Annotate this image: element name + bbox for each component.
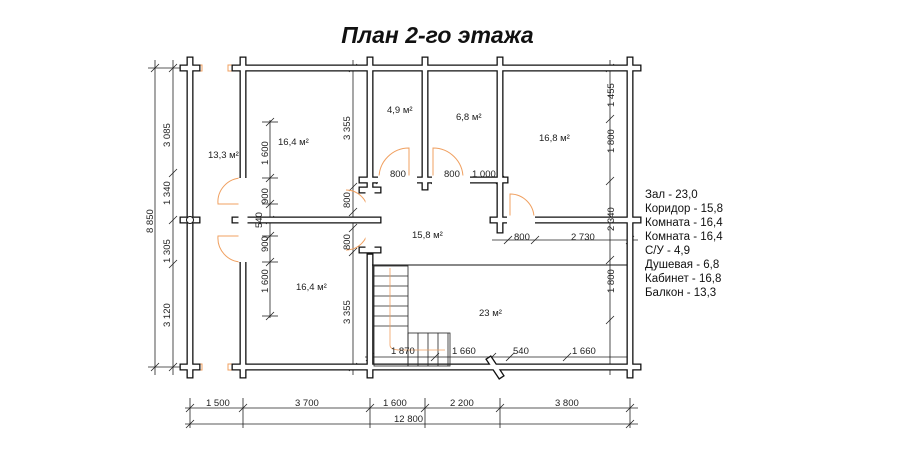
dim-left-1: 3 085 bbox=[162, 123, 173, 147]
column-icon bbox=[186, 216, 194, 224]
dimension-tick bbox=[530, 235, 540, 245]
stair-flight bbox=[407, 332, 451, 367]
dimension-tick bbox=[348, 247, 358, 257]
dimension-tick bbox=[168, 259, 178, 269]
door-swing bbox=[217, 177, 243, 205]
dim-inner-bottom-3: 540 bbox=[513, 346, 529, 357]
dim-door-office: 800 bbox=[514, 232, 530, 243]
area-room-bottom-left: 16,4 м² bbox=[296, 282, 327, 293]
dim-right-2: 1 800 bbox=[606, 129, 617, 153]
area-wc: 4,9 м² bbox=[387, 105, 413, 116]
area-legend: Зал - 23,0 Коридор - 15,8 Комната - 16,4… bbox=[645, 189, 723, 299]
staircase bbox=[373, 265, 451, 367]
stair-direction bbox=[389, 268, 445, 351]
legend-item: Комната - 16,4 bbox=[645, 217, 723, 229]
legend-item: Балкон - 13,3 bbox=[645, 287, 716, 299]
dim-bottom-2: 3 700 bbox=[295, 398, 319, 409]
dimension-tick bbox=[562, 352, 572, 362]
dimension-tick bbox=[168, 215, 178, 225]
dimension-tick bbox=[168, 63, 178, 73]
legend-item: Душевая - 6,8 bbox=[645, 259, 719, 271]
dim-inner-left-1: 1 600 bbox=[260, 141, 271, 165]
dimension-tick bbox=[185, 419, 195, 429]
dim-wall-1000: 1 000 bbox=[472, 169, 496, 180]
legend-item: С/У - 4,9 bbox=[645, 245, 690, 257]
door-swing bbox=[217, 235, 243, 263]
area-shower: 6,8 м² bbox=[456, 112, 482, 123]
plan-title: План 2-го этажа bbox=[341, 22, 534, 48]
area-office: 16,8 м² bbox=[539, 133, 570, 144]
legend-item: Коридор - 15,8 bbox=[645, 203, 723, 215]
door-swing bbox=[432, 147, 464, 179]
dim-right-1: 1 455 bbox=[606, 83, 617, 107]
area-hall: 23 м² bbox=[479, 308, 502, 319]
dim-wall-upper: 3 355 bbox=[342, 116, 353, 140]
dimension-tick bbox=[605, 114, 615, 124]
dimension-tick bbox=[168, 168, 178, 178]
dim-inner-left-4: 900 bbox=[260, 236, 271, 252]
dimension-tick bbox=[168, 362, 178, 372]
dim-inner-bottom-2: 1 660 bbox=[452, 346, 476, 357]
dim-door-upper: 800 bbox=[342, 192, 353, 208]
dim-inner-left-2: 900 bbox=[260, 188, 271, 204]
dim-bottom-4: 2 200 bbox=[450, 398, 474, 409]
dimension-tick bbox=[348, 223, 358, 233]
dim-left-2: 1 340 bbox=[162, 181, 173, 205]
dim-bottom-3: 1 600 bbox=[383, 398, 407, 409]
dim-total-height: 8 850 bbox=[145, 209, 156, 233]
walls bbox=[179, 56, 642, 380]
dim-bottom-1: 1 500 bbox=[206, 398, 230, 409]
legend-item: Кабинет - 16,8 bbox=[645, 273, 721, 285]
dim-door-lower: 800 bbox=[342, 234, 353, 250]
area-corridor: 15,8 м² bbox=[412, 230, 443, 241]
dim-inner-left-3: 540 bbox=[254, 212, 265, 228]
dim-inner-left-5: 1 600 bbox=[260, 269, 271, 293]
dimension-tick bbox=[505, 352, 515, 362]
dim-total-width: 12 800 bbox=[394, 414, 423, 425]
dimension-tick bbox=[605, 255, 615, 265]
dimension-tick bbox=[625, 419, 635, 429]
dim-door-shower: 800 bbox=[444, 169, 460, 180]
wall-fill bbox=[486, 356, 504, 379]
legend-item: Зал - 23,0 bbox=[645, 189, 698, 201]
dim-left-4: 3 120 bbox=[162, 303, 173, 327]
dim-right-3: 2 340 bbox=[606, 207, 617, 231]
dim-right-4: 1 800 bbox=[606, 269, 617, 293]
dim-bottom-5: 3 800 bbox=[555, 398, 579, 409]
dim-2730: 2 730 bbox=[571, 232, 595, 243]
area-balcony: 13,3 м² bbox=[208, 150, 239, 161]
dim-wall-lower: 3 355 bbox=[342, 300, 353, 324]
dimension-tick bbox=[605, 315, 615, 325]
dimension-tick bbox=[348, 207, 358, 217]
dimension-tick bbox=[605, 176, 615, 186]
dim-inner-bottom-4: 1 660 bbox=[572, 346, 596, 357]
legend-item: Комната - 16,4 bbox=[645, 231, 723, 243]
dimension-tick bbox=[348, 182, 358, 192]
door-swing bbox=[378, 147, 410, 179]
area-room-top-left: 16,4 м² bbox=[278, 137, 309, 148]
dim-door-wc: 800 bbox=[390, 169, 406, 180]
dimension-tick bbox=[503, 235, 513, 245]
dim-left-3: 1 305 bbox=[162, 239, 173, 263]
dim-inner-bottom-1: 1 870 bbox=[391, 346, 415, 357]
door-swing bbox=[509, 193, 535, 219]
